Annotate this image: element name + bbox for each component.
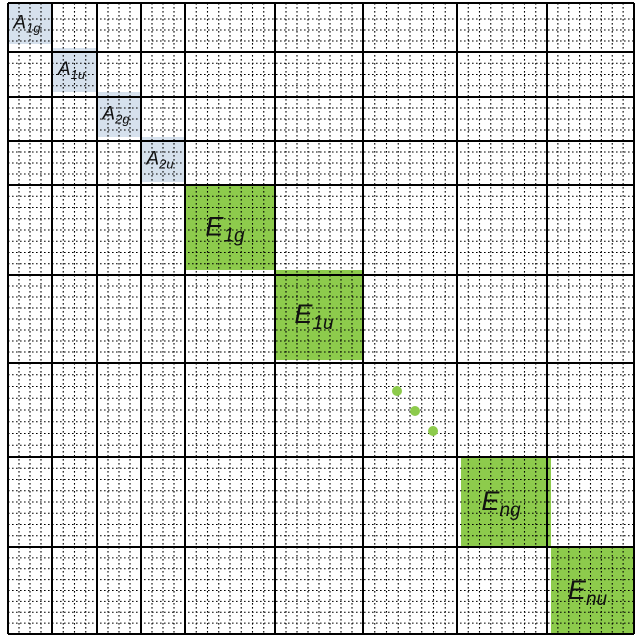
block-label-E1u: E1u	[294, 299, 334, 334]
block-label-E1g: E1g	[205, 212, 245, 247]
block-label-A2g: A2g	[101, 104, 130, 127]
block-label-A2u: A2u	[145, 149, 173, 172]
block-label-Enu: Enu	[568, 575, 608, 610]
block-label-A1u: A1u	[57, 59, 85, 82]
ellipsis-dot	[410, 406, 420, 416]
minor-grid-lines	[8, 3, 634, 634]
major-grid-lines	[7, 2, 635, 635]
block-label-A1g: A1g	[12, 13, 41, 36]
block-label-Eng: Eng	[481, 486, 521, 521]
ellipsis-dot	[392, 386, 402, 396]
ellipsis-dot	[428, 426, 438, 436]
ellipsis-dots	[392, 386, 438, 436]
